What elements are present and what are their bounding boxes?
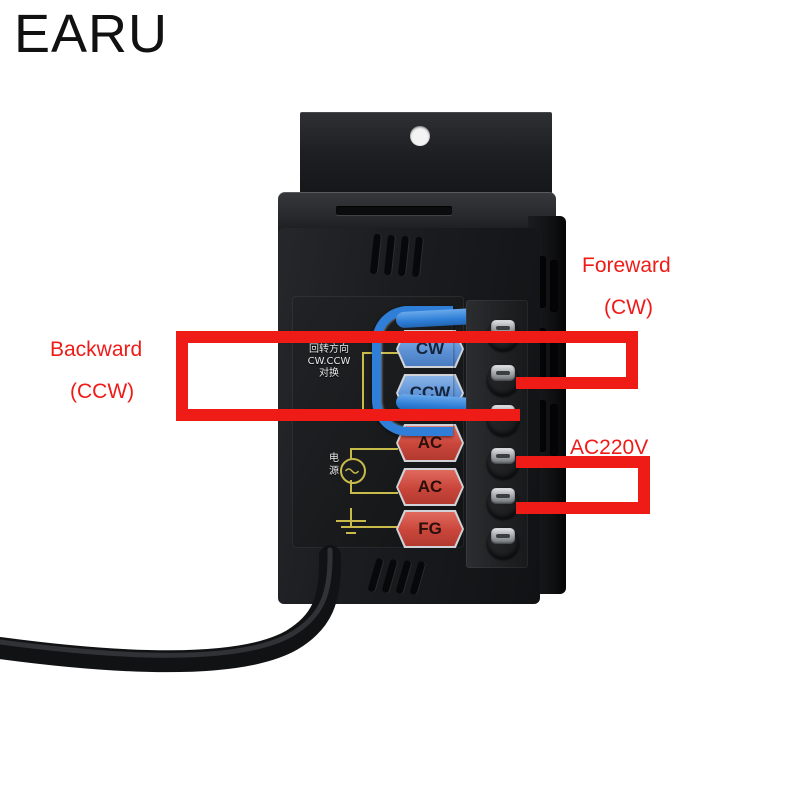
screw-slot [496,494,510,498]
rotation-direction-label: 回转方向 CW.CCW 对换 [296,344,362,380]
schematic-trace [350,508,352,526]
forward-label-line2: (CW) [604,296,653,319]
backward-label-line2: (CCW) [70,380,135,403]
ground-symbol-bar [346,532,356,534]
side-vent-slot [550,260,558,312]
mounting-bracket [300,112,552,204]
terminal-screw-4[interactable] [487,447,519,479]
terminal-block [466,300,528,568]
screw-head [491,488,515,504]
mounting-hole [410,126,430,146]
side-vent-slot [538,328,546,380]
power-source-label: 电 源 [326,452,342,478]
screw-head [491,528,515,544]
backward-label-line1: Backward [50,338,143,361]
screw-slot [496,326,510,330]
rotation-label-line3: 对换 [319,368,339,379]
hex-tag-ac2: AC [398,470,462,504]
screw-slot [496,534,510,538]
schematic-trace [350,526,398,528]
forward-label-line1: Foreward [582,254,671,277]
side-vent-slot [550,404,558,456]
hex-tag-fg: FG [398,512,462,546]
screw-slot [496,371,510,375]
schematic-trace [350,480,352,492]
terminal-screw-5[interactable] [487,487,519,519]
power-label-line1: 电 [329,453,339,464]
screw-head [491,365,515,381]
terminal-screw-2[interactable] [487,364,519,396]
rotation-label-line1: 回转方向 [309,344,349,355]
side-vent-slot [538,400,546,452]
ground-symbol-bar [336,520,366,522]
schematic-trace [350,448,398,450]
side-vent-slot [538,256,546,308]
schematic-trace [350,448,352,460]
ac220v-label: AC220V [570,436,649,459]
ac-waveform-icon [345,468,359,474]
schematic-trace [362,352,364,414]
ground-symbol-bar [341,526,361,528]
top-slot [336,206,452,215]
brand-watermark: EARU [14,4,169,64]
terminal-screw-6[interactable] [487,527,519,559]
side-vent-slot [550,332,558,384]
schematic-trace [350,492,398,494]
screw-slot [496,454,510,458]
rotation-label-line2: CW.CCW [307,356,351,367]
screw-head [491,448,515,464]
power-label-line2: 源 [329,466,339,477]
ac-source-symbol [340,458,366,484]
